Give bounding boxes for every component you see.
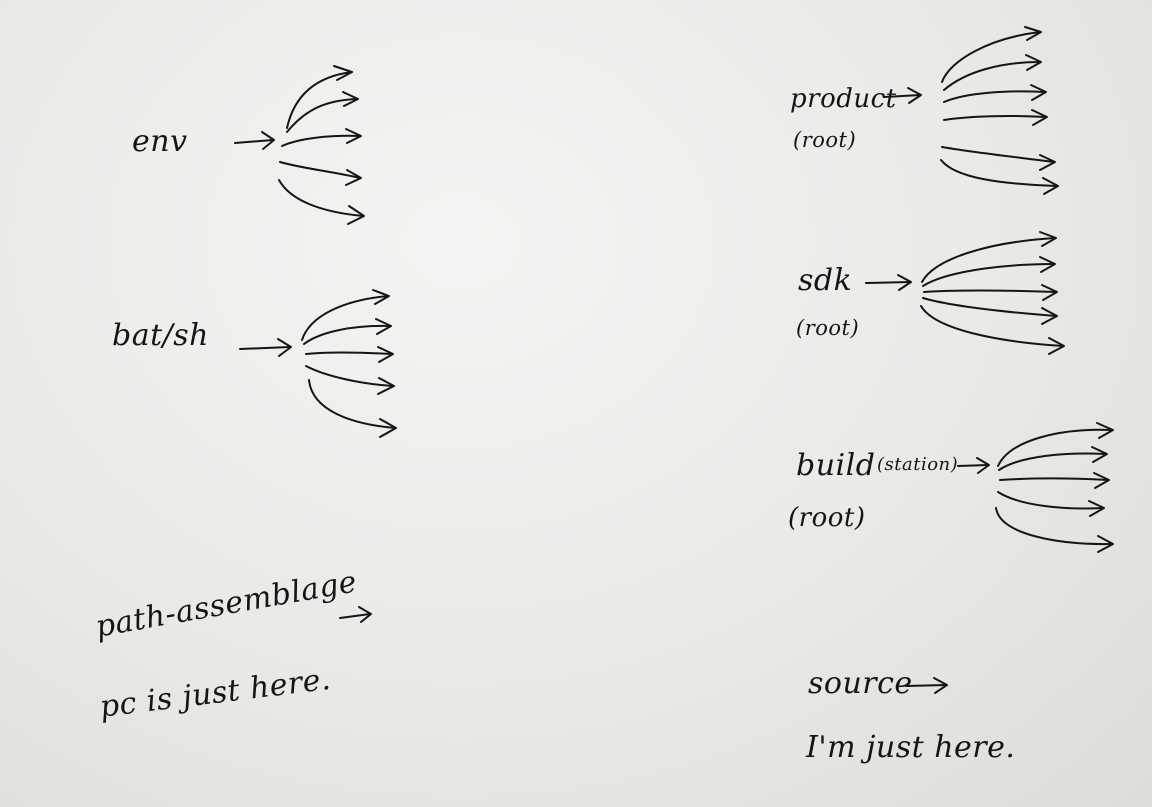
bat-sh-input-arrow: [239, 338, 292, 357]
source-note: I'm just here.: [806, 730, 1016, 765]
env-input-arrow: [234, 131, 275, 150]
bat-sh-label: bat/sh: [112, 318, 209, 353]
build-root-note: (root): [788, 503, 866, 533]
product-input-arrow: [883, 87, 922, 104]
build-input-arrow: [957, 457, 990, 474]
build-fan-arrows: [995, 422, 1114, 553]
build-station-qualifier: (station): [877, 454, 959, 475]
env-fan-arrows: [278, 65, 365, 225]
sdk-fan-arrows: [920, 231, 1065, 355]
product-fan-arrows: [940, 26, 1059, 195]
source-label: source: [808, 666, 913, 701]
path-assemblage-arrow: [339, 606, 372, 623]
sdk-root-note: (root): [796, 316, 860, 340]
sdk-input-arrow: [865, 274, 912, 291]
sdk-label: sdk: [798, 263, 853, 298]
env-label: env: [132, 124, 188, 159]
product-label: product: [790, 84, 897, 114]
bat-sh-fan-arrows: [301, 289, 397, 438]
product-root-note: (root): [793, 128, 857, 152]
build-label: build: [796, 448, 876, 483]
source-arrow: [905, 677, 948, 694]
